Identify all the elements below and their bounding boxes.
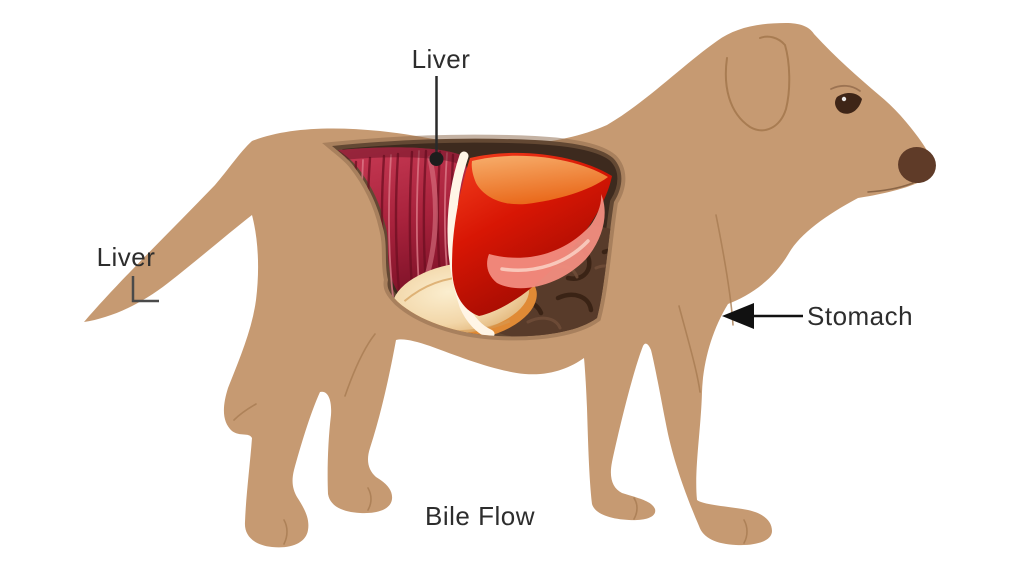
ear-outline <box>724 35 791 132</box>
stomach-ridge <box>526 316 562 330</box>
stomach-fold <box>555 292 594 313</box>
nose <box>898 146 936 184</box>
arrow-left-icon <box>722 303 754 329</box>
liver-glossy-shine-line <box>500 239 590 272</box>
liver-glossy-highlight <box>487 194 605 289</box>
brow-line <box>830 84 861 92</box>
annotation-liver-top: Liver <box>412 44 471 166</box>
eye-glint <box>841 96 847 102</box>
hock-crease <box>233 403 257 421</box>
eye <box>835 93 862 114</box>
toe-line-front-paw <box>743 519 748 544</box>
liver-striated-top-shadow <box>338 147 463 165</box>
liver-pointer-dot <box>429 152 444 166</box>
foreleg-crease <box>678 305 701 393</box>
bile-flow-label: Bile Flow <box>425 501 535 531</box>
mouth-line <box>867 182 914 193</box>
corner-bracket-icon <box>131 276 159 303</box>
toe-line-rear-hind-paw <box>283 519 288 545</box>
liver-lobe-fold-highlight <box>422 155 438 285</box>
stomach-label: Stomach <box>807 301 913 331</box>
toe-line-second-front-paw <box>633 497 638 520</box>
thigh-crease <box>344 333 376 397</box>
toe-line-hind-paw <box>367 487 372 511</box>
cavity-organs-group <box>338 147 622 337</box>
liver-left-label: Liver <box>97 242 156 272</box>
liver-glossy-orange-cap <box>471 155 608 205</box>
annotation-stomach: Stomach <box>722 301 913 331</box>
annotation-liver-left: Liver <box>97 242 159 303</box>
liver-top-label: Liver <box>412 44 471 74</box>
